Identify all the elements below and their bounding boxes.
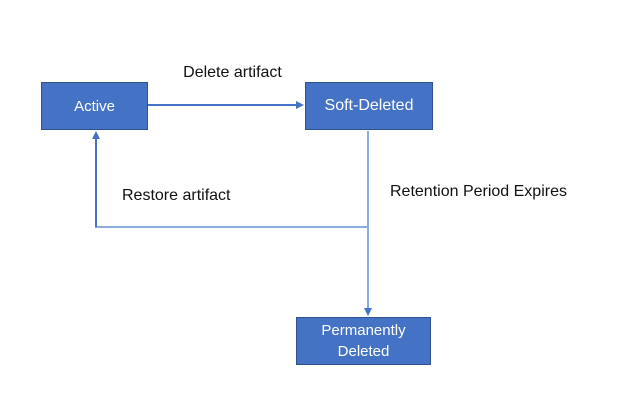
arrowhead-right-icon <box>296 100 304 109</box>
restore-edge-line-vertical <box>95 139 97 227</box>
restore-edge-line-horizontal <box>95 226 368 228</box>
retention-edge-line <box>367 131 369 308</box>
arrowhead-up-icon <box>91 131 100 139</box>
restore-edge-label: Restore artifact <box>122 187 231 204</box>
retention-edge-label: Retention Period Expires <box>390 183 567 200</box>
state-node-permanently-deleted: Permanently Deleted <box>296 317 431 365</box>
delete-edge-label: Delete artifact <box>183 64 282 81</box>
state-node-soft-deleted: Soft-Deleted <box>305 82 433 130</box>
state-node-active: Active <box>41 82 148 130</box>
delete-edge-line <box>148 104 297 106</box>
arrowhead-down-icon <box>363 308 372 316</box>
